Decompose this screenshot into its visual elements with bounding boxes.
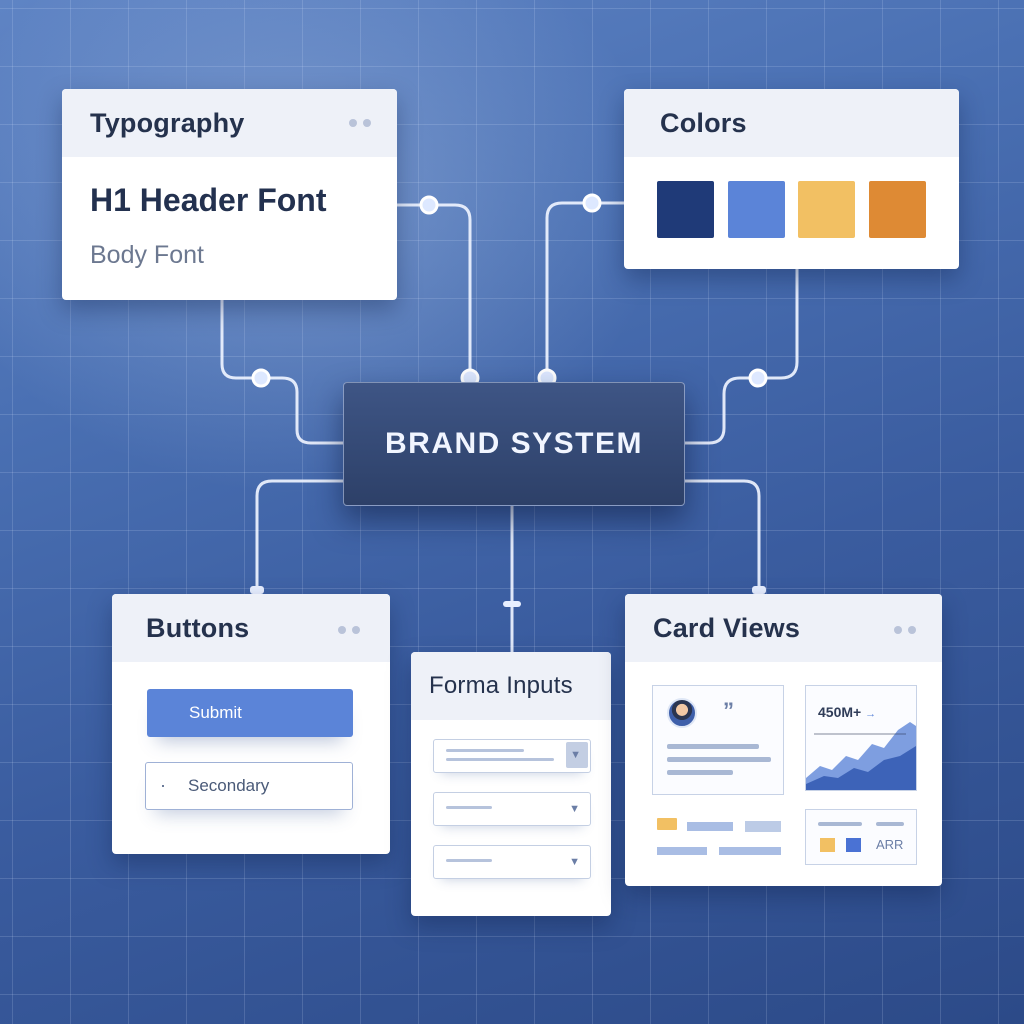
card-views-card: Card Views ” 450M+ → ARR	[625, 594, 942, 886]
buttons-card: Buttons Submit Secondary	[112, 594, 390, 854]
more-dots-icon[interactable]	[349, 119, 371, 127]
secondary-button[interactable]: Secondary	[145, 762, 353, 810]
chevron-down-icon: ▼	[569, 803, 580, 815]
legend-swatch-yellow	[820, 838, 835, 852]
wire-colors-right	[683, 269, 797, 443]
legend-swatch-blue	[846, 838, 861, 852]
dropdown-input-2[interactable]: ▼	[433, 792, 591, 826]
color-swatch-yellow[interactable]	[798, 181, 855, 238]
stat-chart-mini-card[interactable]: 450M+ →	[805, 685, 917, 791]
forma-inputs-title: Forma Inputs	[429, 672, 573, 700]
brand-system-node[interactable]: BRAND SYSTEM	[343, 382, 685, 506]
color-swatch-orange[interactable]	[869, 181, 926, 238]
arr-badge: ARR	[876, 837, 903, 852]
wire-typography-left	[222, 300, 343, 443]
more-dots-icon[interactable]	[894, 626, 916, 634]
quote-icon: ”	[723, 698, 734, 724]
node-typography-left	[253, 370, 269, 386]
node-forms-plug	[503, 601, 521, 607]
brand-system-label: BRAND SYSTEM	[385, 427, 643, 461]
colors-card: Colors	[624, 89, 959, 269]
wire-typography-top	[397, 205, 470, 378]
more-dots-icon[interactable]	[338, 626, 360, 634]
node-buttons-plug	[250, 586, 264, 594]
buttons-card-header: Buttons	[112, 594, 390, 662]
arr-mini-card[interactable]: ARR	[805, 809, 917, 865]
colors-card-header: Colors	[624, 89, 959, 157]
wire-cards	[683, 481, 759, 594]
node-typography-top	[421, 197, 437, 213]
color-swatch-navy[interactable]	[657, 181, 714, 238]
dropdown-input-3[interactable]: ▼	[433, 845, 591, 879]
color-swatch-blue[interactable]	[728, 181, 785, 238]
wire-buttons	[257, 481, 343, 594]
typography-card-header: Typography	[62, 89, 397, 157]
colors-title: Colors	[652, 108, 747, 139]
typography-title: Typography	[90, 108, 245, 139]
list-mini-card[interactable]	[655, 816, 785, 862]
h1-header-font-sample: H1 Header Font	[90, 182, 326, 219]
typography-card: Typography H1 Header Font Body Font	[62, 89, 397, 300]
card-views-title: Card Views	[653, 613, 800, 644]
dropdown-input-1[interactable]: ▼	[433, 739, 591, 773]
secondary-button-label: Secondary	[188, 776, 269, 796]
node-cards-plug	[752, 586, 766, 594]
chevron-down-icon: ▼	[570, 749, 581, 761]
avatar	[667, 698, 697, 728]
card-views-card-header: Card Views	[625, 594, 942, 662]
secondary-button-marker	[162, 785, 164, 787]
forma-inputs-card-header: Forma Inputs	[411, 652, 611, 720]
area-chart-graphic	[806, 686, 916, 790]
submit-button[interactable]: Submit	[147, 689, 353, 737]
buttons-title: Buttons	[146, 613, 249, 644]
forma-inputs-card: Forma Inputs ▼ ▼ ▼	[411, 652, 611, 916]
chevron-down-icon: ▼	[569, 856, 580, 868]
node-colors-right	[750, 370, 766, 386]
body-font-sample: Body Font	[90, 241, 204, 270]
testimonial-mini-card[interactable]: ”	[652, 685, 784, 795]
wire-colors-top	[547, 203, 624, 378]
node-colors-top	[584, 195, 600, 211]
